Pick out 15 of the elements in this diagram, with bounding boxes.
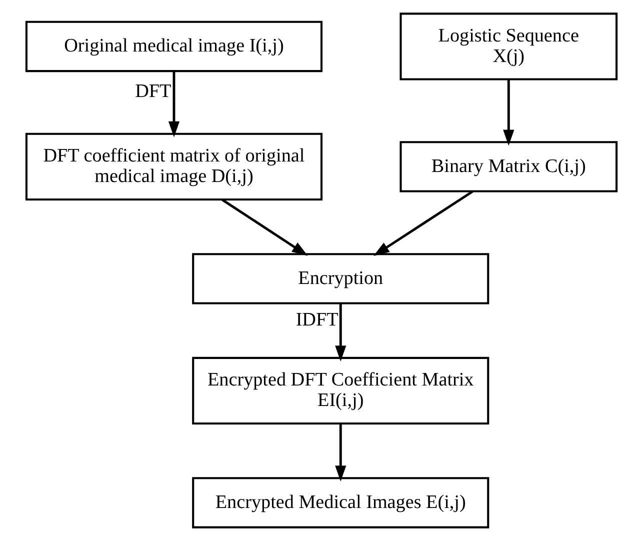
arrow <box>334 304 346 362</box>
arrow <box>334 424 346 482</box>
edge-label: IDFT <box>295 309 338 330</box>
node-box: DFT coefficient matrix of original medical image D(i,j) <box>24 132 322 200</box>
arrow <box>168 72 180 138</box>
node-box: Encrypted DFT Coefficient Matrix EI(i,j) <box>192 356 489 424</box>
node-box: Original medical image I(i,j) <box>24 20 322 72</box>
node-box: Binary Matrix C(i,j) <box>399 141 618 192</box>
node-box: Encrypted Medical Images E(i,j) <box>192 477 489 528</box>
arrow <box>372 190 473 256</box>
arrow <box>221 198 308 256</box>
node-box: Logistic Sequence X(j) <box>399 12 618 80</box>
arrow <box>502 79 514 146</box>
edge-label: DFT <box>134 81 171 102</box>
node-box: Encryption <box>192 253 489 304</box>
